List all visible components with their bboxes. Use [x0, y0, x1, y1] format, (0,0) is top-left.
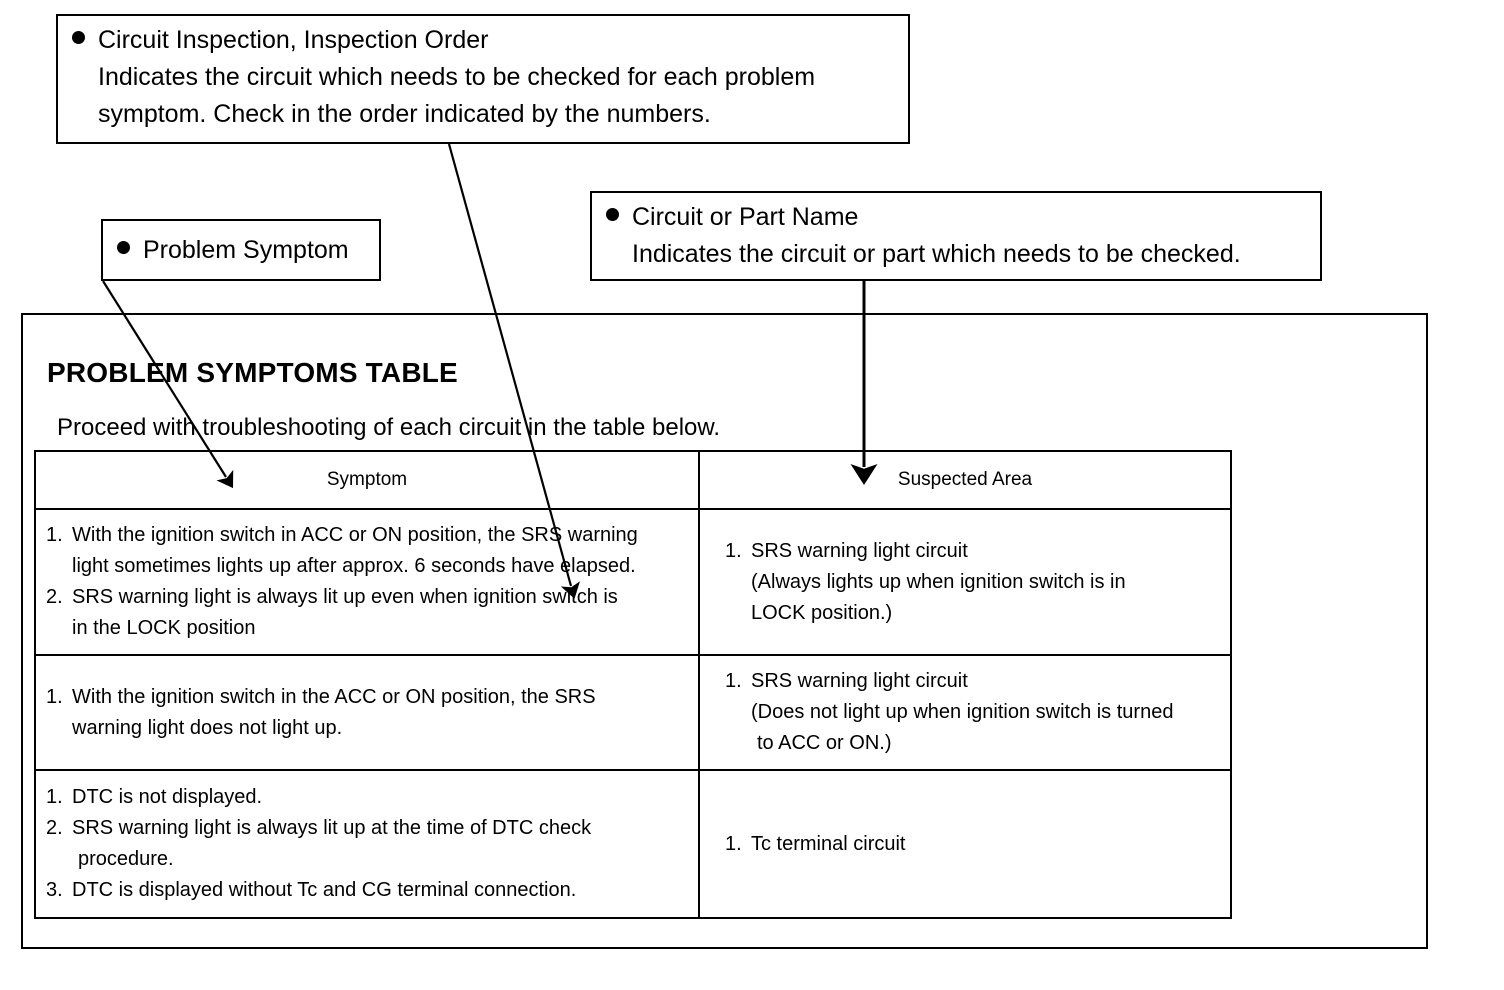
list-item-continuation: (Does not light up when ignition switch …: [751, 701, 1174, 723]
problem-symptoms-table: Symptom Suspected Area 1. With the ignit…: [34, 450, 1232, 919]
table-body: 1. With the ignition switch in ACC or ON…: [34, 508, 1232, 919]
cell-symptom-content: 1. With the ignition switch in the ACC o…: [36, 672, 698, 754]
list-item-text: SRS warning light circuit: [751, 539, 968, 562]
list-item-number: 1.: [46, 524, 63, 546]
table-row: 1. DTC is not displayed. 2. SRS warning …: [34, 769, 1232, 919]
cell-suspected-area-content: 1. SRS warning light circuit (Always lig…: [700, 526, 1230, 639]
list-item-text: DTC is displayed without Tc and CG termi…: [72, 879, 577, 901]
list-item: 3. DTC is displayed without Tc and CG te…: [46, 875, 686, 906]
list-item-number: 2.: [46, 817, 63, 839]
table-header-row: Symptom Suspected Area: [34, 450, 1232, 510]
callout-circuit-inspection-heading: Circuit Inspection, Inspection Order: [98, 26, 489, 54]
list-item-text: Tc terminal circuit: [751, 832, 906, 855]
table-row: 1. With the ignition switch in the ACC o…: [34, 654, 1232, 771]
list-item: 1. With the ignition switch in ACC or ON…: [46, 520, 686, 551]
callout-circuit-or-part-name-heading: Circuit or Part Name: [632, 203, 859, 231]
callout-circuit-or-part-name-heading-row: Circuit or Part Name: [606, 199, 1306, 236]
list-item: 2. SRS warning light is always lit up ev…: [46, 582, 686, 613]
table-row: 1. With the ignition switch in ACC or ON…: [34, 508, 1232, 656]
cell-suspected-area: 1. SRS warning light circuit (Always lig…: [698, 508, 1232, 656]
list-item: 1. DTC is not displayed.: [46, 782, 686, 813]
cell-suspected-area: 1. SRS warning light circuit (Does not l…: [698, 654, 1232, 771]
list-item-text: DTC is not displayed.: [72, 786, 263, 808]
callout-problem-symptom-body: Problem Symptom: [103, 221, 379, 279]
list-item-number: 1.: [725, 539, 742, 562]
callout-problem-symptom-heading: Problem Symptom: [143, 235, 349, 264]
list-item-number: 2.: [46, 586, 63, 608]
callout-circuit-inspection-line-1: Indicates the circuit which needs to be …: [98, 63, 816, 91]
list-item: 1. SRS warning light circuit: [725, 666, 1218, 697]
list-item-continuation: warning light does not light up.: [72, 716, 343, 739]
callout-problem-symptom-heading-row: Problem Symptom: [117, 232, 349, 269]
intro-text: Proceed with troubleshooting of each cir…: [57, 414, 721, 441]
list-item: 2. SRS warning light is always lit up at…: [46, 813, 686, 844]
list-item-text: SRS warning light circuit: [751, 670, 968, 692]
cell-symptom: 1. With the ignition switch in the ACC o…: [34, 654, 700, 771]
cell-suspected-area-content: 1. Tc terminal circuit: [700, 819, 1230, 870]
list-item-number: 1.: [46, 685, 63, 708]
list-item: 1. With the ignition switch in the ACC o…: [46, 682, 686, 713]
list-item: 1. SRS warning light circuit: [725, 536, 1218, 567]
list-item-continuation: light sometimes lights up after approx. …: [72, 555, 636, 577]
page-title: PROBLEM SYMPTOMS TABLE: [47, 357, 458, 388]
list-item-number: 1.: [46, 786, 63, 808]
list-item-number: 3.: [46, 879, 63, 901]
callout-circuit-inspection-line-2: symptom. Check in the order indicated by…: [98, 100, 711, 128]
list-item-text: SRS warning light is always lit up even …: [72, 586, 618, 608]
list-item-continuation: (Always lights up when ignition switch i…: [751, 570, 1126, 593]
list-item-continuation: procedure.: [78, 848, 174, 870]
cell-symptom: 1. With the ignition switch in ACC or ON…: [34, 508, 700, 656]
list-item-text: With the ignition switch in the ACC or O…: [72, 685, 596, 708]
list-item-number: 1.: [725, 670, 742, 692]
callout-circuit-inspection: Circuit Inspection, Inspection Order Ind…: [56, 14, 910, 144]
bullet-icon: [606, 208, 619, 221]
bullet-icon: [72, 31, 85, 44]
list-item-continuation: in the LOCK position: [72, 617, 256, 639]
list-item-text: SRS warning light is always lit up at th…: [72, 817, 592, 839]
table-head: Symptom Suspected Area: [34, 450, 1232, 510]
column-header-suspected-area: Suspected Area: [698, 450, 1232, 510]
cell-symptom-content: 1. With the ignition switch in ACC or ON…: [36, 510, 698, 654]
cell-suspected-area: 1. Tc terminal circuit: [698, 769, 1232, 919]
bullet-icon: [117, 240, 130, 254]
callout-circuit-inspection-heading-row: Circuit Inspection, Inspection Order: [72, 22, 894, 59]
list-item-continuation: to ACC or ON.): [757, 732, 892, 754]
callout-circuit-or-part-name-line-1: Indicates the circuit or part which need…: [632, 240, 1241, 268]
list-item: 1. Tc terminal circuit: [725, 829, 1218, 860]
callout-circuit-or-part-name: Circuit or Part Name Indicates the circu…: [590, 191, 1322, 281]
callout-problem-symptom: Problem Symptom: [101, 219, 381, 281]
list-item-continuation: LOCK position.): [751, 601, 893, 624]
callout-circuit-or-part-name-body: Circuit or Part Name Indicates the circu…: [592, 193, 1320, 281]
cell-symptom: 1. DTC is not displayed. 2. SRS warning …: [34, 769, 700, 919]
cell-symptom-content: 1. DTC is not displayed. 2. SRS warning …: [36, 772, 698, 916]
list-item-text: With the ignition switch in ACC or ON po…: [72, 524, 638, 546]
cell-suspected-area-content: 1. SRS warning light circuit (Does not l…: [700, 656, 1230, 769]
column-header-symptom: Symptom: [34, 450, 700, 510]
problem-symptoms-panel: PROBLEM SYMPTOMS TABLE Proceed with trou…: [21, 313, 1428, 949]
list-item-number: 1.: [725, 832, 742, 855]
callout-circuit-inspection-body: Circuit Inspection, Inspection Order Ind…: [58, 16, 908, 141]
